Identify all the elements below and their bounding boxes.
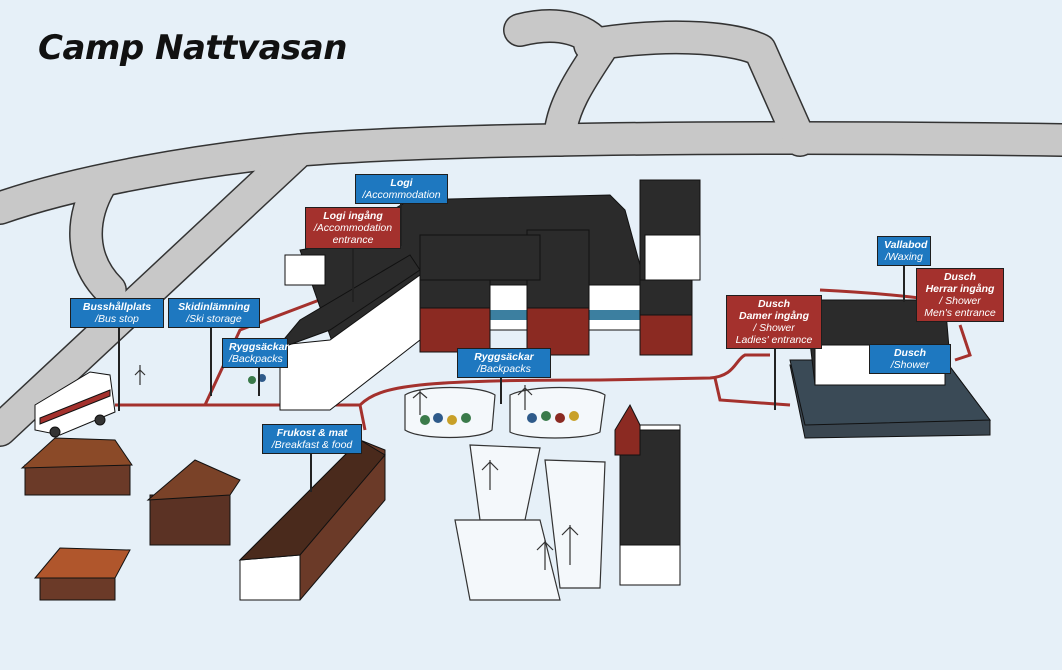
label-shower-en: /Shower	[890, 359, 930, 371]
map-title: Camp Nattvasan	[38, 28, 347, 68]
label-backpacks-left-en: /Backpacks	[229, 353, 283, 365]
label-shower[interactable]: Dusch /Shower	[869, 344, 951, 374]
label-waxing[interactable]: Vallabod /Waxing	[877, 236, 931, 266]
cabins	[20, 437, 241, 601]
label-backpacks-left[interactable]: Ryggsäckar /Backpacks	[222, 338, 289, 368]
label-breakfast-en: /Breakfast & food	[271, 439, 353, 451]
label-bus-stop-en: /Bus stop	[95, 313, 139, 325]
shower-ladies-pole	[774, 346, 776, 410]
label-waxing-sv: Vallabod	[884, 239, 928, 251]
label-shower-ladies-en2: Ladies' entrance	[735, 334, 813, 346]
backpacks-center-pole	[500, 376, 502, 404]
label-shower-ladies[interactable]: Dusch Damer ingång / Shower Ladies' entr…	[726, 295, 822, 349]
label-ski-storage-sv: Skidinlämning	[178, 301, 250, 313]
label-accommodation[interactable]: Logi /Accommodation	[355, 174, 448, 204]
label-ski-storage-en: /Ski storage	[186, 313, 242, 325]
label-backpacks-center-sv: Ryggsäckar	[474, 351, 534, 363]
label-shower-sv: Dusch	[893, 347, 927, 359]
label-backpacks-center-en: /Backpacks	[477, 363, 531, 375]
label-breakfast[interactable]: Frukost & mat /Breakfast & food	[262, 424, 362, 454]
label-shower-men-en1: / Shower	[939, 295, 981, 307]
label-waxing-en: /Waxing	[885, 251, 923, 263]
label-breakfast-sv: Frukost & mat	[276, 427, 348, 439]
label-backpacks-left-sv: Ryggsäckar	[229, 341, 289, 353]
food-hall	[238, 439, 386, 601]
label-accommodation-sv: Logi	[390, 177, 413, 189]
label-shower-ladies-en1: / Shower	[753, 322, 795, 334]
trees	[134, 365, 579, 570]
label-shower-men[interactable]: Dusch Herrar ingång / Shower Men's entra…	[916, 268, 1004, 322]
backpack-clusters	[248, 374, 579, 425]
label-backpacks-center[interactable]: Ryggsäckar /Backpacks	[457, 348, 551, 378]
ski-storage-pole	[210, 326, 212, 396]
breakfast-pole	[310, 452, 312, 492]
label-bus-stop[interactable]: Busshållplats /Bus stop	[70, 298, 164, 328]
waxing-pole	[903, 264, 905, 302]
logi-pole	[400, 198, 402, 246]
snow-areas	[404, 386, 606, 601]
label-bus-stop-sv: Busshållplats	[82, 301, 152, 313]
bus-stop-pole	[118, 326, 120, 411]
road-network	[0, 9, 1062, 447]
label-shower-men-en2: Men's entrance	[924, 307, 996, 319]
bus-illustration	[34, 371, 116, 438]
label-accommodation-entrance-en: /Accommodation entrance	[313, 222, 393, 246]
backpacks-left-pole	[258, 366, 260, 396]
label-accommodation-entrance-sv: Logi ingång	[323, 210, 383, 222]
logi-entrance-pole	[352, 244, 354, 302]
label-shower-ladies-sv2: Damer ingång	[738, 310, 809, 322]
label-accommodation-en: /Accommodation	[362, 189, 441, 201]
label-shower-men-sv2: Herrar ingång	[925, 283, 995, 295]
label-accommodation-entrance[interactable]: Logi ingång /Accommodation entrance	[305, 207, 401, 249]
label-shower-ladies-sv1: Dusch	[757, 298, 791, 310]
shower-building	[789, 299, 991, 439]
storage-buildings	[614, 403, 681, 586]
label-ski-storage[interactable]: Skidinlämning /Ski storage	[168, 298, 260, 328]
label-shower-men-sv1: Dusch	[943, 271, 977, 283]
